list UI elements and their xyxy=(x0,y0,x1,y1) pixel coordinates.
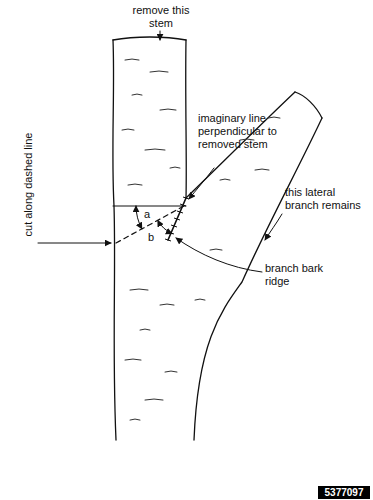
bark-ridge-hatching xyxy=(165,197,189,241)
ridge-hatch xyxy=(168,232,174,234)
ridge-hatch xyxy=(174,218,180,220)
branch-end xyxy=(295,92,322,118)
leader-arrow xyxy=(176,238,262,272)
stem-right-edge xyxy=(185,40,187,198)
bark-stroke xyxy=(170,167,180,168)
bark-stroke xyxy=(160,304,174,305)
angle-a-arc xyxy=(136,206,142,229)
bark-stroke xyxy=(150,71,168,72)
bark-stroke xyxy=(145,399,163,400)
watermark-box xyxy=(318,486,370,499)
bark-stroke xyxy=(130,289,148,290)
bark-stroke xyxy=(128,184,142,185)
angle-b-arc xyxy=(158,220,173,233)
ridge-hatch xyxy=(171,225,177,227)
line-label: imaginary line perpendicular to removed … xyxy=(198,112,290,151)
bark-stroke xyxy=(165,371,177,372)
bark-stroke xyxy=(210,249,222,250)
branch-right-edge xyxy=(194,118,322,440)
bark-stroke xyxy=(122,129,134,130)
stem-label: remove this stem xyxy=(125,4,197,30)
bark-stroke xyxy=(132,94,142,95)
bark-stroke xyxy=(268,117,280,118)
bark-stroke xyxy=(140,329,150,330)
stem-top xyxy=(113,37,186,40)
leader-arrow xyxy=(265,214,282,240)
leader-arrow xyxy=(160,31,161,40)
bark-ridge xyxy=(168,198,186,240)
bark-stroke xyxy=(145,149,165,150)
bark-stroke xyxy=(255,169,269,170)
ridge-hatch xyxy=(180,204,186,206)
bark-stroke xyxy=(130,419,140,420)
cut-label: cut along dashed line xyxy=(22,120,35,250)
leader-arrow xyxy=(38,243,111,244)
angle-label: b xyxy=(148,231,158,244)
branch-left-edge xyxy=(186,92,295,198)
ridge-hatch xyxy=(165,239,171,241)
angle-label: a xyxy=(144,208,154,221)
branch-label: this lateral branch remains xyxy=(285,186,363,212)
bark-stroke xyxy=(125,59,139,60)
bark-stroke xyxy=(220,179,230,180)
bark-stroke xyxy=(195,299,205,300)
ridge-label: branch bark ridge xyxy=(265,262,343,288)
bark-stroke xyxy=(160,109,176,110)
ridge-hatch xyxy=(177,211,183,213)
watermark: 5377097 xyxy=(318,486,370,499)
perpendicular-line xyxy=(113,206,186,207)
trunk-left-edge xyxy=(113,40,116,440)
ridge-hatch xyxy=(183,197,189,199)
leader-arrow xyxy=(189,168,214,199)
bark-stroke xyxy=(125,359,141,360)
